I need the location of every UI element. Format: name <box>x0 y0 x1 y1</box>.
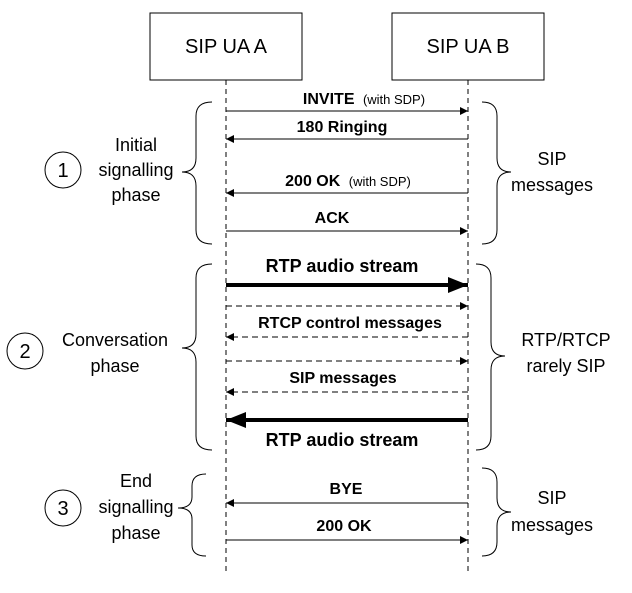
message-ringing: 180 Ringing <box>226 119 468 143</box>
phase-1-number-circle <box>44 151 82 189</box>
phase-1-line-3: phase <box>111 185 160 205</box>
right-label-2-line-2: rarely SIP <box>526 356 605 376</box>
phase-1-line-1: Initial <box>115 135 157 155</box>
right-label-phase-3: SIP messages <box>511 488 593 535</box>
phase-2-line-1: Conversation <box>62 330 168 350</box>
phase-1-line-2: signalling <box>98 160 173 180</box>
message-200-ok-end: 200 OK <box>226 518 468 544</box>
right-label-1-line-1: SIP <box>537 149 566 169</box>
actor-a-label: SIP UA A <box>185 36 268 58</box>
svg-text:INVITE (with SDP): INVITE (with SDP) <box>303 91 425 108</box>
message-invite: INVITE (with SDP) <box>226 91 468 115</box>
rtp-ba-label: RTP audio stream <box>266 430 419 450</box>
right-label-phase-2: RTP/RTCP rarely SIP <box>521 330 610 376</box>
sip-msgs-label: SIP messages <box>289 370 396 387</box>
right-label-phase-1: SIP messages <box>511 149 593 195</box>
rtp-ab-label: RTP audio stream <box>266 256 419 276</box>
phase-2-label: 2 Conversation phase <box>6 330 168 376</box>
phase-3-number: 3 <box>57 498 68 520</box>
invite-label: INVITE <box>303 91 355 108</box>
phase-3-label: 3 End signalling phase <box>44 471 174 543</box>
message-rtp-b-to-a: RTP audio stream <box>226 412 468 450</box>
message-sip: SIP messages <box>226 370 468 396</box>
ok-note: (with SDP) <box>349 174 411 189</box>
left-brace-phase-2 <box>181 263 213 451</box>
phase-3-line-2: signalling <box>98 497 173 517</box>
phase-3-line-1: End <box>120 471 152 491</box>
right-brace-phase-1 <box>481 101 512 245</box>
phase-2-number: 2 <box>19 341 30 363</box>
phase-3-number-circle <box>44 489 82 527</box>
ok-end-label: 200 OK <box>316 518 372 535</box>
right-brace-phase-3 <box>481 467 512 557</box>
left-brace-phase-1 <box>181 101 213 245</box>
message-rtp-a-to-b: RTP audio stream <box>226 256 468 293</box>
message-bye: BYE <box>226 481 468 507</box>
phase-1-number: 1 <box>57 160 68 182</box>
right-brace-phase-2 <box>475 263 506 451</box>
right-label-3-line-1: SIP <box>537 488 566 508</box>
actor-a: SIP UA A <box>149 12 303 81</box>
left-brace-phase-3 <box>177 473 207 557</box>
ack-label: ACK <box>315 210 350 227</box>
phase-2-number-circle <box>6 332 44 370</box>
ok-label: 200 OK <box>285 173 341 190</box>
bye-label: BYE <box>330 481 363 498</box>
message-rtcp: RTCP control messages <box>226 315 468 341</box>
phase-1-label: 1 Initial signalling phase <box>44 135 174 205</box>
message-200-ok: 200 OK (with SDP) <box>226 173 468 197</box>
svg-text:200 OK (with SDP): 200 OK (with SDP) <box>285 173 411 190</box>
right-label-2-line-1: RTP/RTCP <box>521 330 610 350</box>
phase-2-line-2: phase <box>90 356 139 376</box>
right-label-1-line-2: messages <box>511 175 593 195</box>
message-ack: ACK <box>226 210 468 235</box>
actor-b-label: SIP UA B <box>426 36 509 58</box>
invite-note: (with SDP) <box>363 92 425 107</box>
ringing-label: 180 Ringing <box>297 119 388 136</box>
right-label-3-line-2: messages <box>511 515 593 535</box>
actor-b: SIP UA B <box>391 12 545 81</box>
rtcp-label: RTCP control messages <box>258 315 442 332</box>
phase-3-line-3: phase <box>111 523 160 543</box>
